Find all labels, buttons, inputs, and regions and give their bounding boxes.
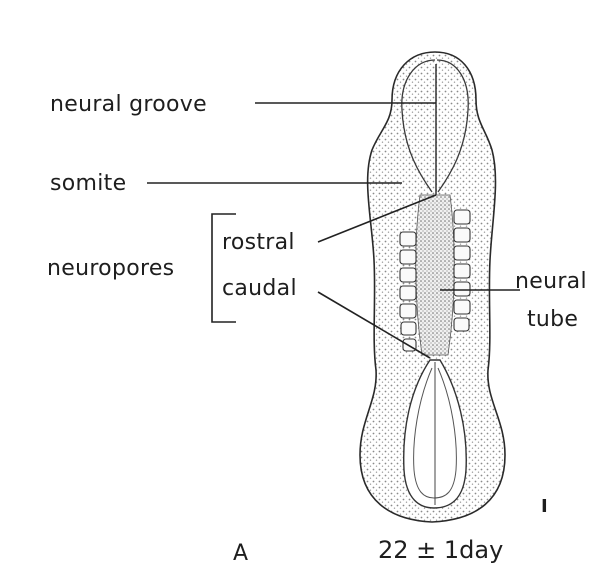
neural-tube-body: [416, 195, 455, 355]
age-caption: 22 ± 1day: [378, 536, 503, 564]
scale-mark: I: [541, 496, 548, 517]
somite-label: somite: [50, 171, 126, 196]
somites-right: [454, 210, 470, 331]
panel-letter: A: [233, 541, 248, 566]
neural-groove-label: neural groove: [50, 92, 207, 117]
neural-label: neural: [515, 269, 587, 294]
neuropores-label: neuropores: [47, 256, 174, 281]
rostral-label: rostral: [222, 230, 295, 255]
somites-left: [400, 232, 416, 351]
caudal-label: caudal: [222, 276, 297, 301]
tube-label: tube: [527, 307, 578, 332]
